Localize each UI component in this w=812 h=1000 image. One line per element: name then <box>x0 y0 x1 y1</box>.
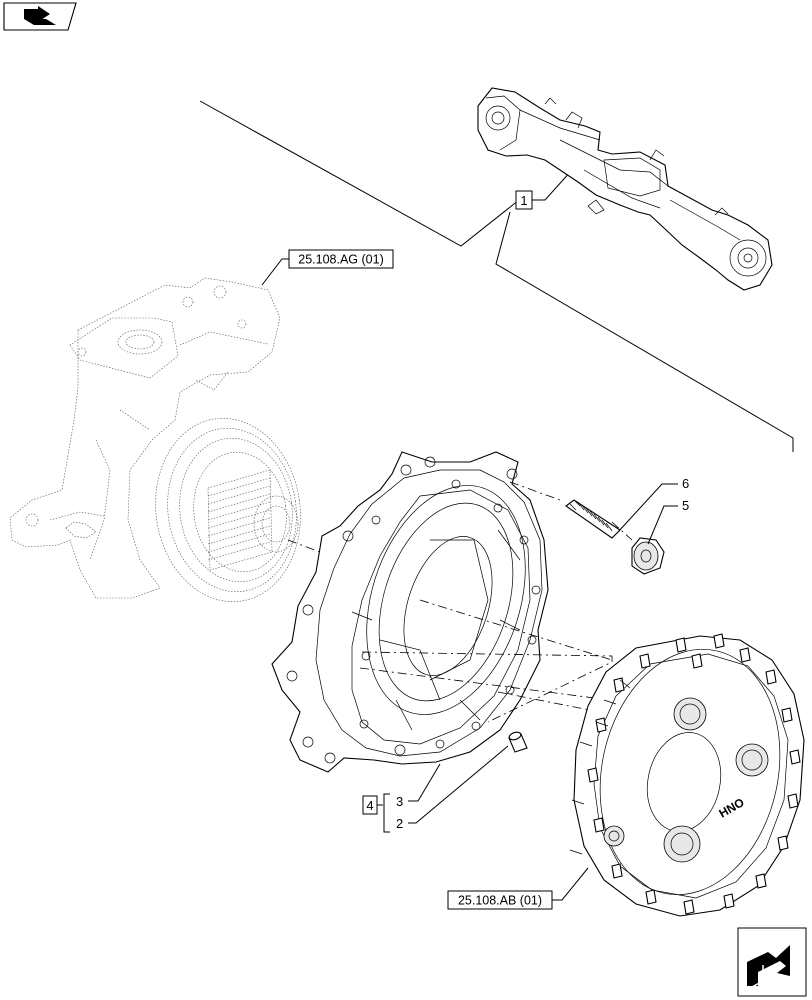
steering-knuckle <box>9 277 301 602</box>
callout-6-label: 6 <box>682 476 689 491</box>
callout-4-label: 4 <box>366 798 373 813</box>
reference-planetary-carrier-label: 25.108.AB (01) <box>458 894 542 908</box>
carrier-studs <box>569 679 631 855</box>
assembly-guide-lines <box>199 100 794 452</box>
flange-nut <box>631 537 665 575</box>
reference-steering-knuckle[interactable]: 25.108.AG (01) <box>261 249 394 286</box>
reference-planetary-carrier[interactable]: 25.108.AB (01) <box>447 867 589 910</box>
dowel-pin <box>508 731 528 753</box>
hub-to-carrier-lines <box>359 481 633 723</box>
callout-1-label: 1 <box>520 193 527 208</box>
callout-1[interactable]: 1 <box>515 169 573 210</box>
callout-5-label: 5 <box>682 498 689 513</box>
callout-6[interactable]: 6 <box>617 476 689 533</box>
stud-bolt <box>565 499 621 539</box>
callout-2[interactable]: 2 <box>396 745 509 831</box>
axle-assembly <box>477 87 773 291</box>
wheel-hub-housing <box>271 451 549 773</box>
reference-steering-knuckle-label: 25.108.AG (01) <box>298 253 383 267</box>
next-page-arrow-icon[interactable] <box>737 927 807 997</box>
book-arrow-icon[interactable] <box>3 2 77 31</box>
callout-2-label: 2 <box>396 816 403 831</box>
callout-3[interactable]: 3 <box>396 763 441 809</box>
carrier-bolts <box>587 633 801 915</box>
callout-3-label: 3 <box>396 794 403 809</box>
assembly-axis-line <box>287 539 321 553</box>
callout-5[interactable]: 5 <box>647 498 689 545</box>
planetary-carrier: HNO <box>569 633 805 917</box>
callout-group-4[interactable]: 4 <box>362 793 390 833</box>
